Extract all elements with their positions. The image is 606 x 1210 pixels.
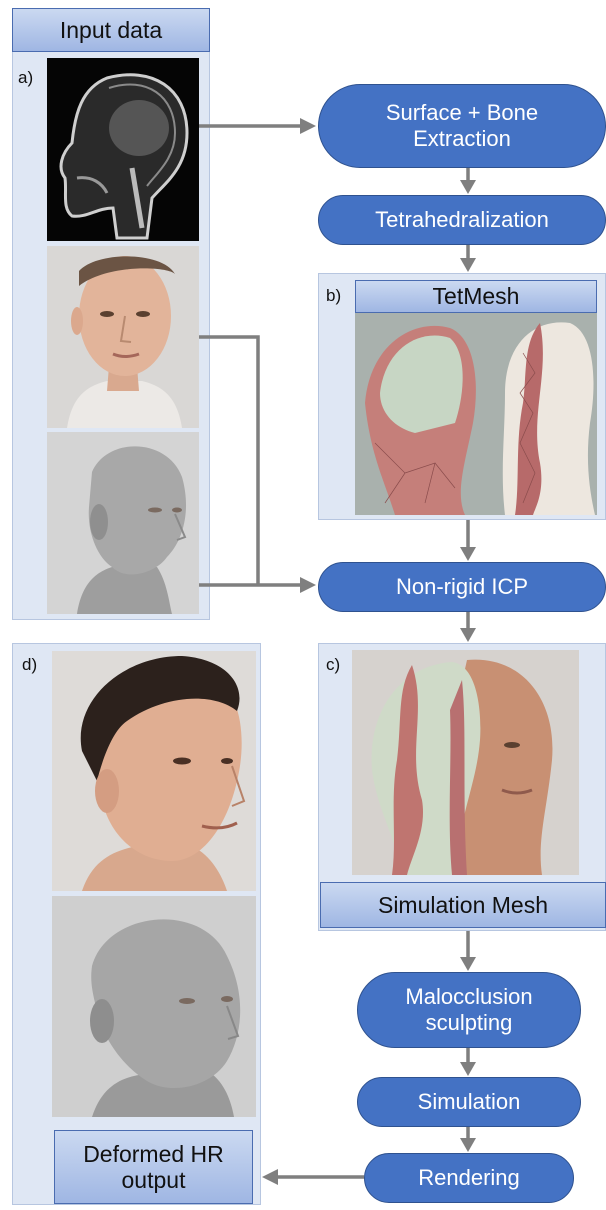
output-title-text: Deformed HR output — [79, 1141, 229, 1194]
panel-letter-c: c) — [326, 655, 340, 675]
face-photo-image — [47, 246, 199, 428]
arrowhead-tetra-to-tetmesh — [460, 258, 476, 272]
arrowhead-extraction-to-tetra — [460, 180, 476, 194]
tetmesh-image — [355, 313, 597, 515]
deformed-head-image — [52, 896, 256, 1117]
panel-letter-b: b) — [326, 286, 341, 306]
surface-bone-extraction-step: Surface + Bone Extraction — [318, 84, 606, 168]
simulation-mesh-title: Simulation Mesh — [320, 882, 606, 928]
output-title: Deformed HR output — [54, 1130, 253, 1204]
ct-scan-image — [47, 58, 199, 241]
tetmesh-title: TetMesh — [355, 280, 597, 313]
simulation-step: Simulation — [357, 1077, 581, 1127]
simulation-mesh-image — [352, 650, 579, 875]
template-head-image — [47, 432, 199, 614]
panel-letter-d: d) — [22, 655, 37, 675]
arrowhead-template-to-icp — [300, 577, 316, 593]
arrowhead-ct-to-extraction — [300, 118, 316, 134]
non-rigid-icp-step: Non-rigid ICP — [318, 562, 606, 612]
arrowhead-simmesh-to-malocclusion — [460, 957, 476, 971]
hr-face-image — [52, 651, 256, 891]
simulation-label: Simulation — [418, 1089, 521, 1115]
arrowhead-simulation-to-rendering — [460, 1138, 476, 1152]
arrowhead-malocclusion-to-simulation — [460, 1062, 476, 1076]
tetrahedralization-step: Tetrahedralization — [318, 195, 606, 245]
tetrahedralization-label: Tetrahedralization — [375, 207, 549, 233]
panel-letter-a: a) — [18, 68, 33, 88]
rendering-step: Rendering — [364, 1153, 574, 1203]
rendering-label: Rendering — [418, 1165, 520, 1191]
malocclusion-sculpting-step: Malocclusion sculpting — [357, 972, 581, 1048]
surface-bone-extraction-label: Surface + Bone Extraction — [377, 100, 547, 153]
input-data-title: Input data — [12, 8, 210, 52]
malocclusion-sculpting-label: Malocclusion sculpting — [394, 984, 544, 1037]
non-rigid-icp-label: Non-rigid ICP — [396, 574, 528, 600]
arrowhead-icp-to-simmesh — [460, 628, 476, 642]
arrowhead-tetmesh-to-icp — [460, 547, 476, 561]
arrowhead-rendering-to-output — [262, 1169, 278, 1185]
